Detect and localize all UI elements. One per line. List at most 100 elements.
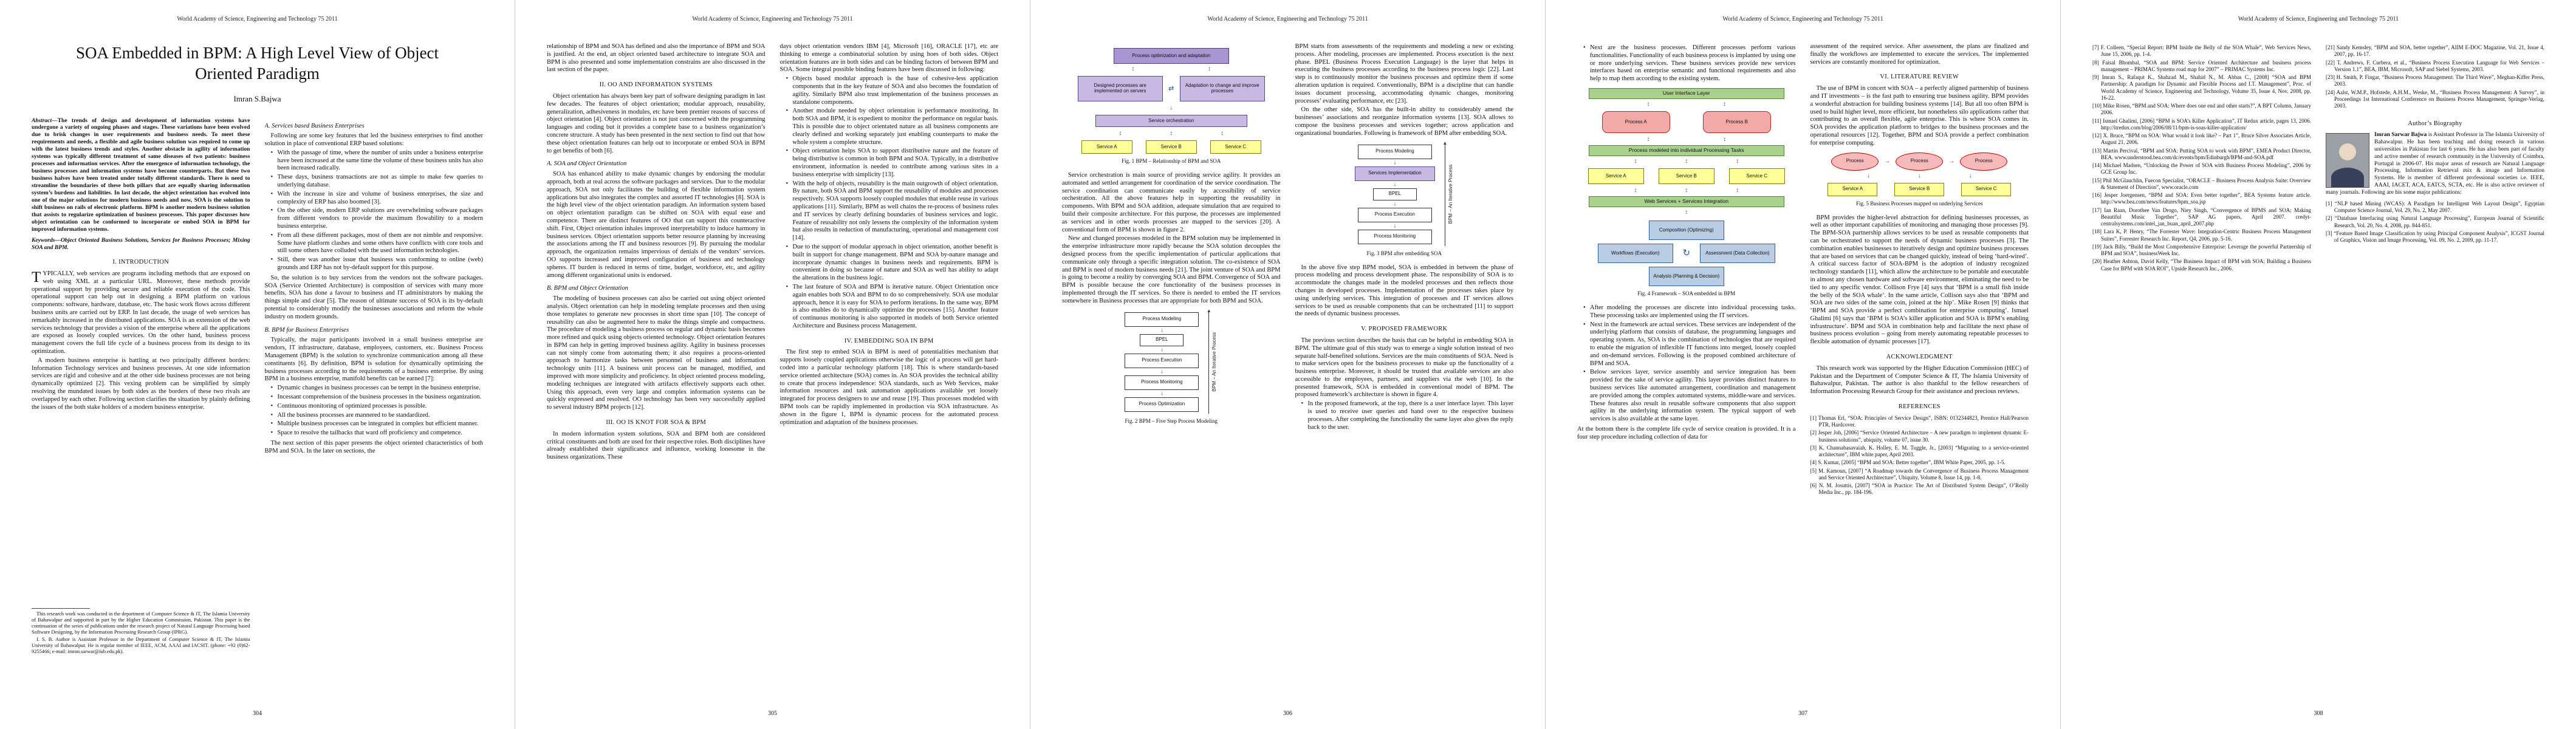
reference-item: [21] Sandy Kemsley, “BPM and SOA, better…	[2326, 44, 2544, 58]
down-arrow-icon	[1157, 346, 1166, 354]
up-down-arrow-icon	[1115, 130, 1125, 137]
fig1-implemented-box: Designed processes are implemented on se…	[1077, 76, 1163, 101]
cycle-arrow-icon	[1682, 250, 1691, 257]
section-heading-literature-review: VI. LITERATURE REVIEW	[1880, 74, 1959, 81]
fig1-middle-row: Designed processes are implemented on se…	[1077, 76, 1265, 101]
paragraph: The next section of this paper presents …	[264, 439, 484, 454]
left-column: [7] F. Colleen, “Special Report: BPM Ins…	[2092, 43, 2311, 690]
list-item: The last feature of SOA and BPM is itera…	[786, 284, 999, 330]
keywords: Keywords—Object Oriented Business Soluti…	[32, 237, 250, 252]
reference-item: [16] Jesper Joergensen, “BPM and SOA: Ev…	[2092, 192, 2311, 205]
list-item: Object orientation helps SOA to support …	[786, 148, 999, 179]
paragraph: New and changed processes modeled in the…	[1062, 235, 1281, 304]
down-arrow-icon	[1157, 327, 1166, 334]
reference-item: [8] Faisal Bhombal, “SOA and BPM: Servic…	[2092, 59, 2311, 72]
fig4-composition-box: Composition (Optimizing)	[1648, 220, 1724, 240]
paragraph: At the bottom there is the complete life…	[1577, 425, 1796, 440]
reference-item: [17] Ian Raan, Dorothee Van Drogo, Niey …	[2092, 207, 2311, 227]
down-arrow-icon	[1863, 173, 1873, 180]
fig3-side-label: BPM – An Iterative Process	[1447, 164, 1453, 224]
figure-1-bpm-soa-relationship: Process optimization and adaptation Desi…	[1062, 48, 1281, 165]
figure-2-five-step-bpm: Process Modeling BPEL Process Execution …	[1062, 308, 1281, 425]
down-arrow-icon	[1166, 104, 1176, 112]
columns: relationship of BPM and SOA has defined …	[547, 43, 998, 690]
fig5-process-oval: Process	[1831, 152, 1879, 171]
subsection-heading-bpm-oo: B. BPM and Object Orientation	[547, 285, 628, 292]
paper-author: Imran S.Bajwa	[233, 94, 281, 103]
left-column: Abstract—The trends of design and develo…	[32, 117, 250, 657]
list-item: Below services layer, service assembly a…	[1583, 369, 1796, 423]
fig5-processes-row: Process Process Process	[1831, 152, 2008, 171]
fig4-lifecycle-middle: Workflows (Execution) Assessment (Data C…	[1597, 243, 1775, 263]
page-number: 304	[253, 710, 262, 717]
right-arrow-icon	[1882, 158, 1892, 165]
subsection-heading-bpm-enterprises: B. BPM for Business Enterprises	[264, 326, 349, 334]
reference-item: [24] Aalst, W.M.P., Hofstede, A.H.M., We…	[2326, 89, 2544, 109]
page-number: 306	[1283, 710, 1292, 717]
list-item: Due to the support of modular approach i…	[786, 244, 999, 282]
running-head: World Academy of Science, Engineering an…	[1207, 16, 1368, 22]
down-arrow-icon	[1390, 181, 1400, 188]
reference-item: [14] Michael Madsen, “Unlocking the Powe…	[2092, 162, 2311, 176]
right-column: assessment of the required service. Afte…	[1810, 43, 2029, 690]
up-down-arrow-icon	[1631, 187, 1640, 194]
list-item: From all these different packages, most …	[271, 232, 484, 255]
paper-title: SOA Embedded in BPM: A High Level View o…	[75, 44, 439, 83]
keywords-text: Object Oriented Business Solutions, Serv…	[32, 237, 250, 252]
intro-text-1: YPICALLY, web services are programs incl…	[32, 270, 250, 355]
columns: [7] F. Colleen, “Special Report: BPM Ins…	[2092, 43, 2544, 690]
title-block: SOA Embedded in BPM: A High Level View o…	[63, 43, 452, 104]
fig5-service-c-box: Service C	[1961, 182, 2012, 196]
page-number: 307	[1798, 710, 1807, 717]
list-item: After modeling the processes are discret…	[1583, 304, 1796, 320]
paragraph: The previous section describes the basis…	[1295, 337, 1514, 399]
fig5-service-a-box: Service A	[1828, 182, 1878, 196]
framework-list: In the proposed framework, at the top, t…	[1301, 400, 1514, 431]
list-item: With the increase in size and volume of …	[271, 191, 484, 207]
reference-item: [11] Ismael Ghalimi, [2006] “BPM is SOA’…	[2092, 117, 2311, 131]
page-306: World Academy of Science, Engineering an…	[1030, 0, 1546, 729]
columns: Next are the business processes. Differe…	[1577, 43, 2029, 690]
up-down-arrow-icon	[1205, 66, 1214, 73]
publication-item: [1] “NLP based Mining (WCAS): A Paradigm…	[2326, 200, 2544, 214]
right-column: A. Services based Business Enterprises F…	[265, 117, 484, 657]
fig3-steps: Process Modeling Services Implementation…	[1354, 144, 1435, 244]
section-heading-authors-biography: Author’s Biography	[2408, 120, 2462, 128]
list-item: Continuous monitoring of optimized proce…	[271, 403, 484, 411]
fig3-step-monitoring: Process Monitoring	[1357, 229, 1432, 244]
list-item: With the help of objects, reusability is…	[786, 180, 999, 242]
list-item: Incessant comprehension of the business …	[271, 394, 484, 402]
running-head: World Academy of Science, Engineering an…	[1722, 16, 1883, 22]
fig1-orchestration-bar: Service orchestration	[1095, 115, 1247, 127]
fig1-adaptation-box: Adaptation to change and improve process…	[1179, 76, 1265, 101]
reference-item: [23] H. Smith, P. Fingar, “Business Proc…	[2326, 74, 2544, 87]
paragraph: BPM provides the higher-level abstractio…	[1810, 214, 2029, 346]
fig4-arrows	[1610, 101, 1763, 108]
left-column: Next are the business processes. Differe…	[1577, 43, 1796, 690]
left-column: relationship of BPM and SOA has defined …	[547, 43, 766, 690]
fig3-step-execution: Process Execution	[1357, 207, 1432, 222]
reference-item: [5] M. Kamoun, [2007] “A Roadmap towards…	[1810, 467, 2029, 481]
paragraph: Typically, the major participants involv…	[264, 337, 484, 383]
section-heading-introduction: I. INTRODUCTION	[112, 259, 170, 266]
down-arrow-icon	[1390, 159, 1400, 166]
fig4-arrows	[1610, 209, 1763, 216]
fig4-analysis-box: Analysis (Planning & Decision)	[1648, 266, 1724, 286]
list-item: Still, there was another issue that busi…	[271, 256, 484, 272]
section-heading-references: REFERENCES	[1898, 403, 1941, 411]
reference-item: [1] Thomas Erl, “SOA: Principles of Serv…	[1810, 414, 2029, 428]
up-down-arrow-icon	[1682, 187, 1691, 194]
figure-4-framework: User Interface Layer Process A Process B…	[1577, 87, 1796, 297]
fig1-down-arrow	[1095, 104, 1248, 112]
fig2-steps: Process Modeling BPEL Process Execution …	[1125, 312, 1199, 412]
fig2-feedback: BPM – An Iterative Process	[1207, 308, 1218, 414]
columns: Abstract—The trends of design and develo…	[32, 117, 483, 657]
fig2-side-label: BPM – An Iterative Process	[1211, 332, 1218, 392]
footnote-funding: This research work was conducted in the …	[32, 611, 250, 635]
list-item: All the business processes are mannered …	[271, 412, 484, 420]
fig3-step-modeling: Process Modeling	[1357, 144, 1432, 159]
references-list: [1] Thomas Erl, “SOA: Principles of Serv…	[1810, 415, 2029, 496]
oo-binding-features-list: Objects based modular approach is the ba…	[786, 75, 999, 330]
figure-3-caption: Fig. 3 BPM after embedding SOA	[1366, 250, 1442, 256]
right-column: [21] Sandy Kemsley, “BPM and SOA, better…	[2326, 43, 2544, 690]
